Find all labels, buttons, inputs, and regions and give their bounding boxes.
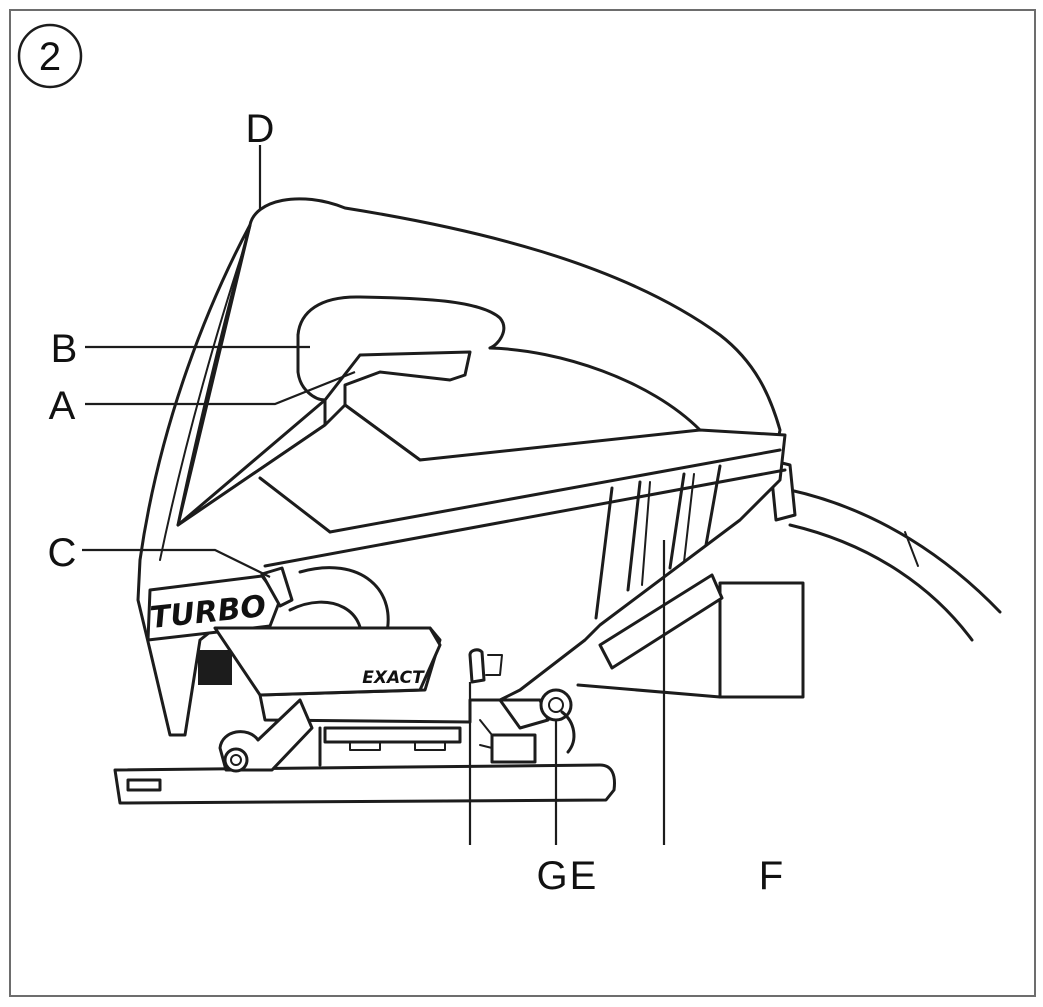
tool-body [136, 197, 787, 737]
callout-labels: D B A C G E F [48, 107, 784, 898]
label-c: C [48, 531, 77, 575]
exact-guide: EXACT [213, 626, 442, 697]
exact-brand-text: EXACT [362, 668, 425, 688]
label-e: E [570, 854, 597, 898]
leader-line-c [82, 548, 271, 578]
label-g: G [536, 854, 567, 898]
label-f: F [759, 854, 783, 898]
leader-line-a [85, 370, 356, 406]
base-plate [113, 698, 616, 805]
blade-guide [468, 648, 576, 764]
figure-number-badge: 2 [17, 23, 83, 89]
label-d: D [246, 107, 275, 151]
figure-frame [9, 9, 1036, 997]
label-b: B [51, 327, 78, 371]
rear-guard [576, 573, 805, 699]
label-a: A [49, 384, 76, 428]
figure-number: 2 [39, 35, 61, 79]
leader-lines [82, 145, 666, 845]
